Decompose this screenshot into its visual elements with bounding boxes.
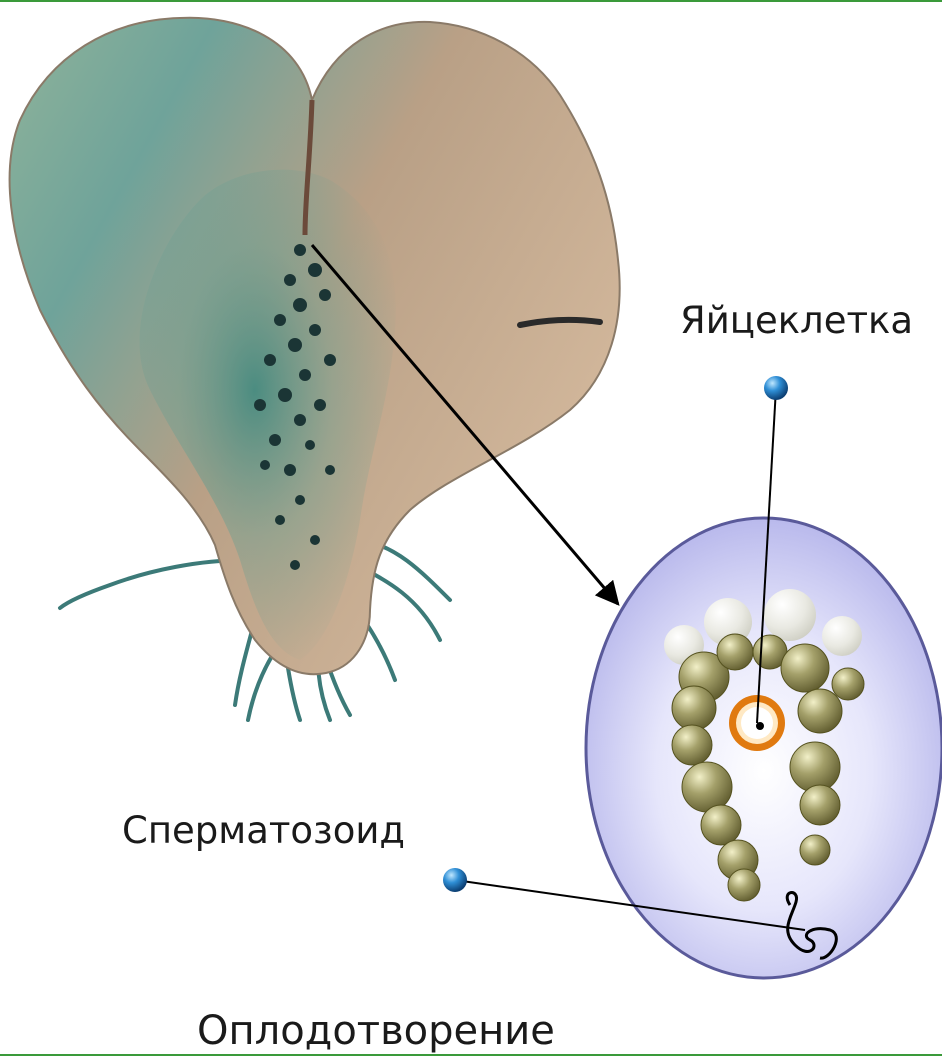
pin-head-icon bbox=[443, 868, 467, 892]
pin-head-icon bbox=[764, 376, 788, 400]
egg-cell-label: Яйцеклетка bbox=[680, 302, 913, 339]
thallus-photo bbox=[10, 18, 620, 720]
sperm-label: Сперматозоид bbox=[122, 812, 405, 849]
diagram-caption: Оплодотворение bbox=[197, 1011, 555, 1051]
